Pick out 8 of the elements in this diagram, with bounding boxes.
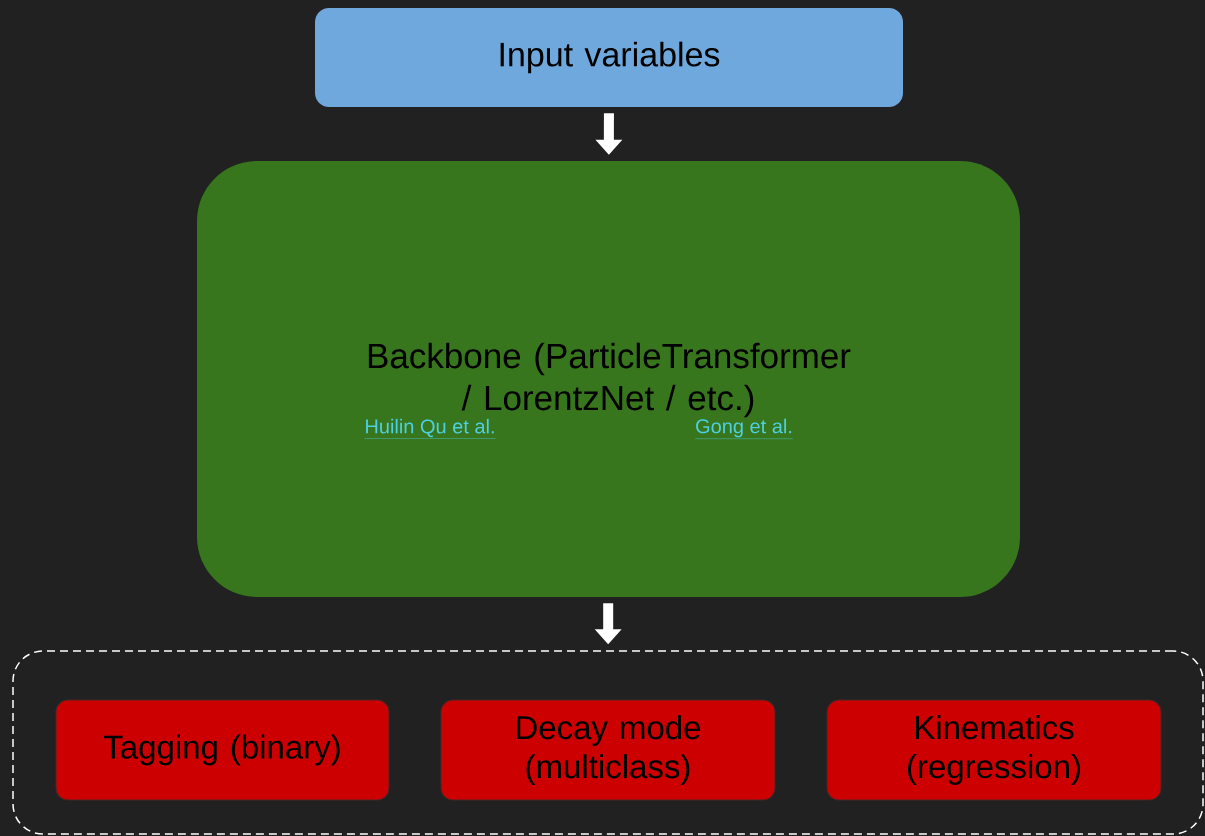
- backbone-label: Backbone (ParticleTransformer / LorentzNet / etc.): [368, 342, 851, 418]
- input-box: Input variables: [315, 8, 903, 107]
- output-group-box: [12, 650, 1204, 835]
- task-box: Tagging (binary): [55, 699, 390, 801]
- link: Gong et al.: [694, 418, 794, 439]
- task-box: Kinematics (regression): [826, 699, 1162, 801]
- task-box: Decay mode (multiclass): [440, 699, 776, 801]
- link: Huilin Qu et al.: [364, 418, 496, 439]
